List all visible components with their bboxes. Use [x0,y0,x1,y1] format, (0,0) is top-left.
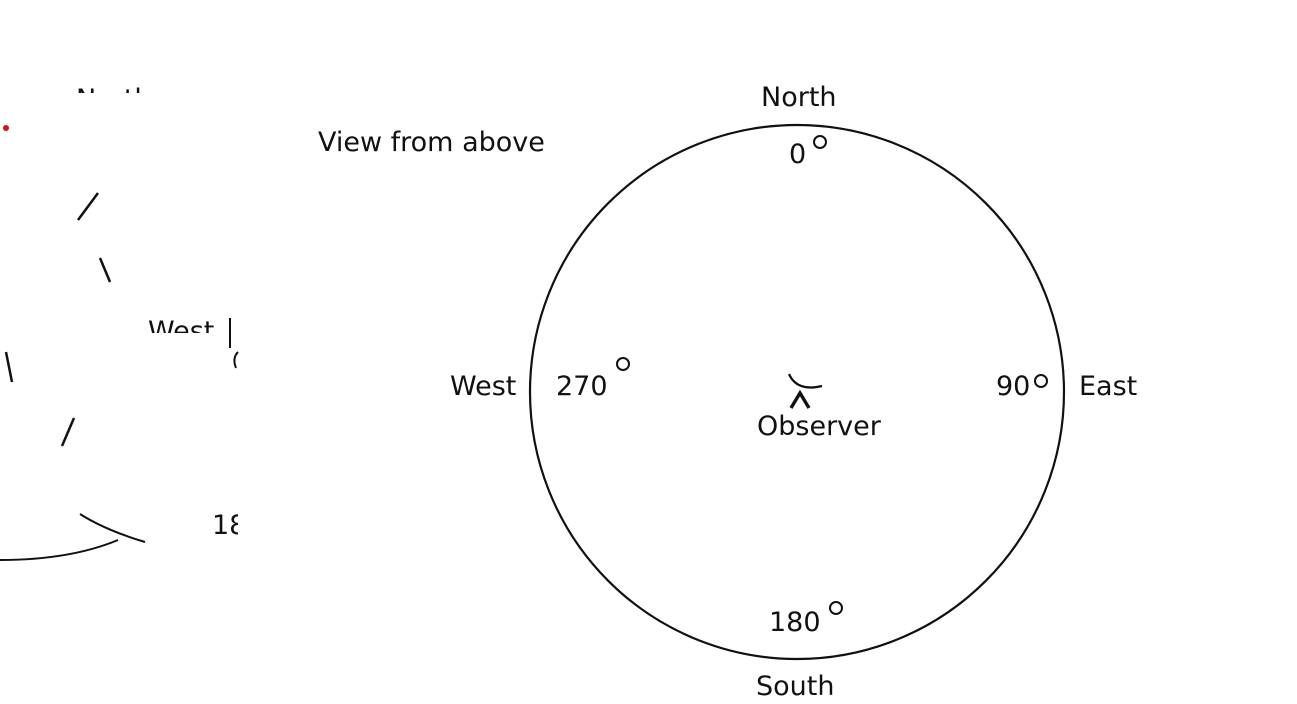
partial-south-bearing: 18 [212,510,246,541]
bearing-north-value: 0 [789,139,806,170]
partial-stroke-6 [60,417,76,447]
west-label: West [450,371,516,402]
bearing-west-value: 270 [556,371,608,402]
horizon-circle [528,123,1066,661]
bearing-west: 270 [556,357,630,402]
observer-head-arc [787,373,823,389]
east-label: East [1079,371,1137,402]
partial-left-panel: North West 18 [0,84,246,561]
observer-figure-icon [787,373,823,409]
degree-icon [1034,374,1048,388]
bearing-east-value: 90 [996,371,1030,402]
partial-stroke-1 [76,192,100,221]
bearing-south: 180 [769,601,843,638]
compass-diagram: North East South West 0 90 180 270 Obser… [450,82,1137,702]
degree-icon [616,357,630,371]
partial-west-label: West [148,316,214,347]
observer-body-chevron [789,389,811,409]
degree-icon [813,135,827,149]
partial-stroke-4 [233,351,239,369]
partial-arc-1 [79,513,146,543]
partial-north-label: North [76,84,152,115]
partial-stroke-2 [98,257,112,283]
view-caption: View from above [318,127,545,158]
north-label: North [761,82,837,113]
red-marker-dot [3,125,9,131]
bearing-north: 0 [789,135,827,170]
partial-arc-2 [0,539,119,561]
bearing-east: 90 [996,371,1048,402]
degree-icon [829,601,843,615]
south-label: South [756,671,834,702]
observer-label: Observer [757,411,882,442]
partial-stroke-5 [4,351,14,383]
bearing-south-value: 180 [769,607,821,638]
